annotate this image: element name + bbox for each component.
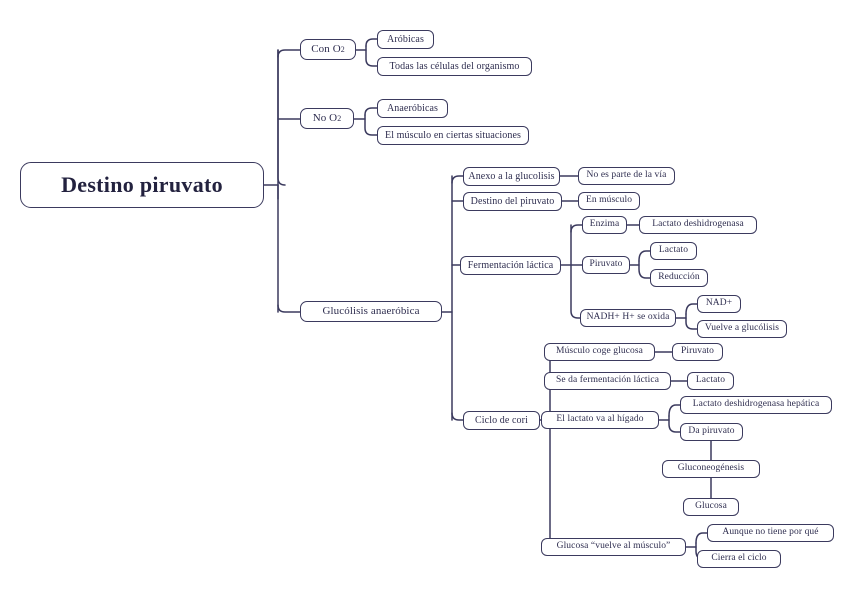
node-piruvato-cori[interactable]: Piruvato: [672, 343, 723, 361]
node-con-o2-subscript: 2: [340, 44, 345, 54]
link-nadh-to-vuelve: [685, 313, 698, 330]
node-nadh-se-oxida[interactable]: NADH+ H+ se oxida: [580, 309, 676, 327]
node-glucosa-vuelve-al-musculo[interactable]: Glucosa “vuelve al músculo”: [541, 538, 686, 556]
link-fermentacion-to-enzima: [570, 224, 583, 233]
root-node[interactable]: Destino piruvato: [20, 162, 264, 208]
node-lactato-deshidrogenasa[interactable]: Lactato deshidrogenasa: [639, 216, 757, 234]
link-glucosavuelve-to-aunque: [695, 532, 708, 544]
link-cono2-to-aerobicas: [365, 38, 378, 47]
node-musculo-situaciones[interactable]: El músculo en ciertas situaciones: [377, 126, 529, 145]
node-no-es-parte-via[interactable]: No es parte de la vía: [578, 167, 675, 185]
node-anaerobicas[interactable]: Anaeróbicas: [377, 99, 448, 118]
node-con-o2-label: Con O: [311, 43, 341, 55]
node-anexo-glucolisis[interactable]: Anexo a la glucolisis: [463, 167, 560, 186]
link-noo2-to-musculo: [364, 114, 378, 136]
link-piruvato-to-lactato: [638, 250, 651, 262]
node-todas-las-celulas[interactable]: Todas las células del organismo: [377, 57, 532, 76]
link-nadh-to-nad: [685, 303, 698, 315]
node-lactato[interactable]: Lactato: [650, 242, 697, 260]
node-glucosa[interactable]: Glucosa: [683, 498, 739, 516]
link-fermentacion-spine: [570, 224, 581, 319]
node-no-o2-label: No O: [312, 112, 338, 124]
node-enzima[interactable]: Enzima: [582, 216, 627, 234]
node-lactato-deshidrogenasa-hepatica[interactable]: Lactato deshidrogenasa hepática: [680, 396, 832, 414]
link-root-to-glucolisis: [277, 304, 301, 313]
node-fermentacion-lactica[interactable]: Fermentación láctica: [460, 256, 561, 275]
node-glucolisis-anaerobica[interactable]: Glucólisis anaeróbica: [300, 301, 442, 322]
node-destino-del-piruvato[interactable]: Destino del piruvato: [463, 192, 562, 211]
link-root-spine: [277, 49, 286, 200]
node-cierra-el-ciclo[interactable]: Cierra el ciclo: [697, 550, 781, 568]
node-en-musculo[interactable]: En músculo: [578, 192, 640, 210]
node-aerobicas[interactable]: Aróbicas: [377, 30, 434, 49]
link-root-to-con-o2: [277, 49, 301, 58]
link-noo2-to-anaerobicas: [364, 107, 378, 116]
link-cono2-to-todas: [365, 45, 378, 67]
node-musculo-coge-glucosa[interactable]: Músculo coge glucosa: [544, 343, 655, 361]
node-da-piruvato[interactable]: Da piruvato: [680, 423, 743, 441]
node-ciclo-de-cori[interactable]: Ciclo de cori: [463, 411, 540, 430]
node-gluconeogenesis[interactable]: Gluconeogénesis: [662, 460, 760, 478]
link-root-spine-top-cap: [271, 38, 278, 50]
node-nad-plus[interactable]: NAD+: [697, 295, 741, 313]
node-vuelve-a-glucolisis[interactable]: Vuelve a glucólisis: [697, 320, 787, 338]
node-piruvato[interactable]: Piruvato: [582, 256, 630, 274]
link-piruvato-to-reduccion: [638, 260, 651, 279]
link-lactatohigado-to-ldhhep: [668, 404, 681, 417]
node-se-da-fermentacion-lactica[interactable]: Se da fermentación láctica: [544, 372, 671, 390]
node-aunque-no-tiene-por-que[interactable]: Aunque no tiene por qué: [707, 524, 834, 542]
node-no-o2-subscript: 2: [337, 113, 342, 123]
link-glucolisis-to-ciclo: [451, 412, 464, 421]
node-reduccion[interactable]: Reducción: [650, 269, 708, 287]
node-lactato-va-al-higado[interactable]: El lactato va al hígado: [541, 411, 659, 429]
node-lactato-cori[interactable]: Lactato: [687, 372, 734, 390]
link-glucolisis-to-anexo: [451, 175, 464, 184]
link-lactatohigado-to-dapiruvato: [668, 415, 681, 433]
